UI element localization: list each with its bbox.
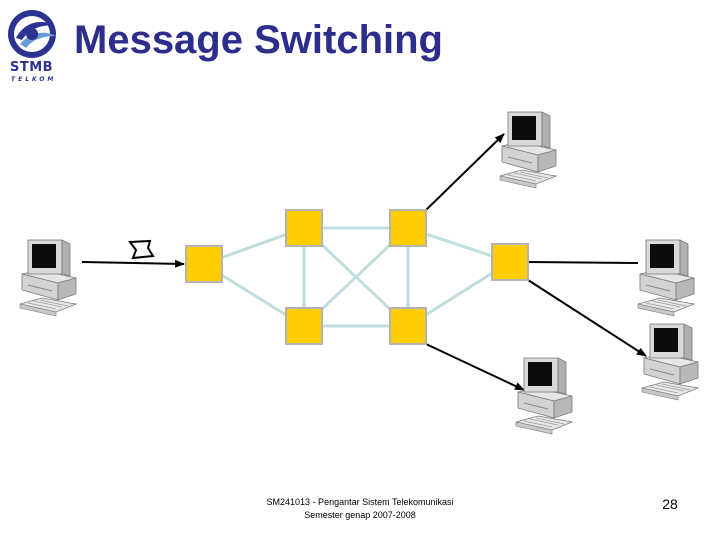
arrow-top-right-to-top-receiver xyxy=(425,133,505,211)
receiver-top-computer xyxy=(499,111,557,189)
top-left-switch xyxy=(285,209,323,247)
receiver-lower-right-computer xyxy=(641,323,699,401)
bottom-right-switch xyxy=(389,307,427,345)
arrow-egress-to-lower-right-receiver xyxy=(527,279,647,357)
receiver-right-computer xyxy=(637,239,695,317)
egress-switch xyxy=(491,243,529,281)
stmb-logo: STMB TELKOM xyxy=(2,4,68,90)
slide-title: Message Switching xyxy=(74,18,443,62)
message-path xyxy=(81,133,647,391)
sender-computer xyxy=(19,239,77,317)
receiver-bottom-computer xyxy=(515,357,573,435)
mesh-links xyxy=(203,226,511,328)
footer-semester: Semester genap 2007-2008 xyxy=(304,510,416,520)
logo-emblem-icon xyxy=(8,10,56,58)
page-number: 28 xyxy=(662,496,678,512)
logo-text: STMB xyxy=(10,60,54,75)
arrow-sender-to-ingress xyxy=(81,259,185,268)
top-right-switch xyxy=(389,209,427,247)
line-egress-to-right-receiver xyxy=(527,261,639,264)
ingress-switch xyxy=(185,245,223,283)
arrow-bottom-right-to-bottom-receiver xyxy=(425,343,525,391)
logo-subtext: TELKOM xyxy=(11,76,57,83)
footer-course: SM241013 - Pengantar Sistem Telekomunika… xyxy=(266,497,454,507)
footer: SM241013 - Pengantar Sistem Telekomunika… xyxy=(210,496,510,522)
switch-nodes xyxy=(185,209,529,345)
message-icon xyxy=(128,239,155,260)
bottom-left-switch xyxy=(285,307,323,345)
